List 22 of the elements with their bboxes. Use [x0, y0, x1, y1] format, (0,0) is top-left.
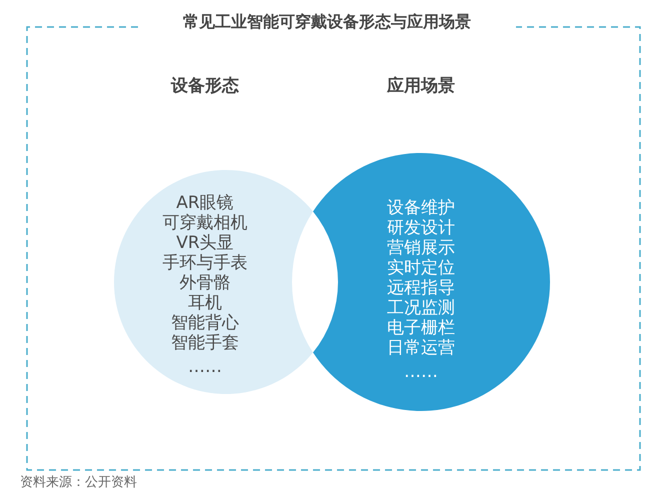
- category-heading: 应用场景: [386, 75, 455, 98]
- list-item: 智能手套: [171, 333, 239, 353]
- list-item: 可穿戴相机: [162, 213, 248, 233]
- list-item: 手环与手表: [162, 253, 248, 273]
- list-item: 远程指导: [386, 278, 455, 298]
- list-item: 实时定位: [386, 258, 455, 278]
- list-item: 研发设计: [386, 218, 455, 238]
- source-note: 资料来源：公开资料: [20, 474, 137, 492]
- list-item: VR头显: [176, 233, 234, 253]
- list-item: 电子栅栏: [386, 318, 455, 338]
- chart-title: 常见工业智能可穿戴设备形态与应用场景: [183, 11, 471, 33]
- list-item: 智能背心: [171, 313, 239, 333]
- list-item: 工况监测: [386, 298, 455, 318]
- list-item: 设备维护: [386, 198, 455, 218]
- list-item: ……: [404, 362, 438, 382]
- list-item: 营销展示: [386, 238, 455, 258]
- list-item: AR眼镜: [176, 193, 234, 213]
- list-item: 日常运营: [386, 338, 455, 358]
- category-heading: 设备形态: [171, 75, 239, 98]
- list-item: 外骨骼: [180, 273, 230, 293]
- list-item: 耳机: [188, 293, 222, 313]
- list-item: ……: [188, 357, 222, 377]
